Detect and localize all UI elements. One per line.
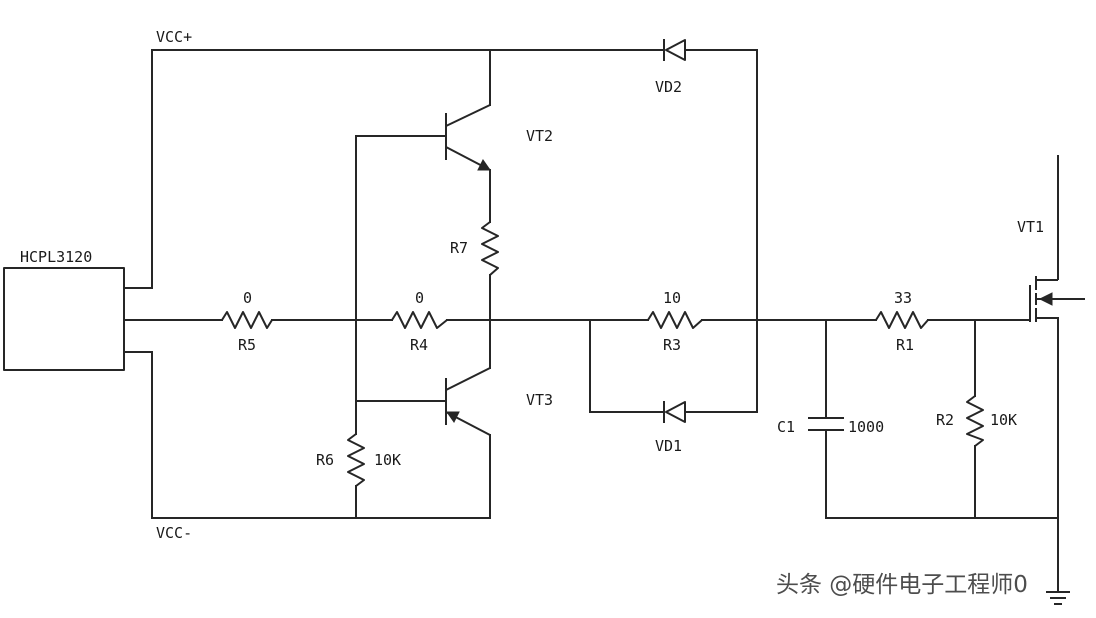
r4-value: 0 <box>415 289 424 307</box>
vcc-minus-rail <box>123 351 491 519</box>
watermark-text: 头条 @硬件电子工程师0 <box>776 572 1028 598</box>
vt2-label: VT2 <box>526 127 553 145</box>
vcc-minus-label: VCC- <box>156 524 192 542</box>
r1-value: 33 <box>894 289 912 307</box>
c1-value: 1000 <box>848 418 884 436</box>
vd2-diode <box>663 39 686 61</box>
vd1-loop-wire <box>589 319 664 413</box>
hcpl3120-label: HCPL3120 <box>20 248 92 266</box>
vt2-transistor <box>445 104 491 171</box>
vt3-label: VT3 <box>526 391 553 409</box>
r5-resistor <box>221 311 273 329</box>
r2-value: 10K <box>990 411 1017 429</box>
r5-value: 0 <box>243 289 252 307</box>
r3-name: R3 <box>663 336 681 354</box>
r6-value: 10K <box>374 451 401 469</box>
r3-value: 10 <box>663 289 681 307</box>
r4-name: R4 <box>410 336 428 354</box>
vt1-label: VT1 <box>1017 218 1044 236</box>
vd2-label: VD2 <box>655 78 682 96</box>
r5-name: R5 <box>238 336 256 354</box>
ground-symbol <box>1046 591 1070 605</box>
r2-name: R2 <box>936 411 954 429</box>
vd1-label: VD1 <box>655 437 682 455</box>
vt1-mosfet <box>1029 155 1085 322</box>
r6-name: R6 <box>316 451 334 469</box>
r6-resistor <box>347 433 365 487</box>
r1-name: R1 <box>896 336 914 354</box>
vcc-plus-label: VCC+ <box>156 28 192 46</box>
r7-name: R7 <box>450 239 468 257</box>
hcpl3120-ic-body <box>3 267 125 371</box>
r3-resistor <box>647 311 703 329</box>
r2-resistor <box>966 395 984 447</box>
r4-resistor <box>391 311 448 329</box>
vt3-transistor <box>445 367 491 436</box>
r7-resistor <box>481 221 499 276</box>
vcc-plus-rail <box>123 49 664 289</box>
r1-resistor <box>875 311 929 329</box>
wires <box>123 49 1059 593</box>
vd1-diode <box>663 401 686 423</box>
c1-capacitor <box>808 417 844 431</box>
c1-name: C1 <box>777 418 795 436</box>
